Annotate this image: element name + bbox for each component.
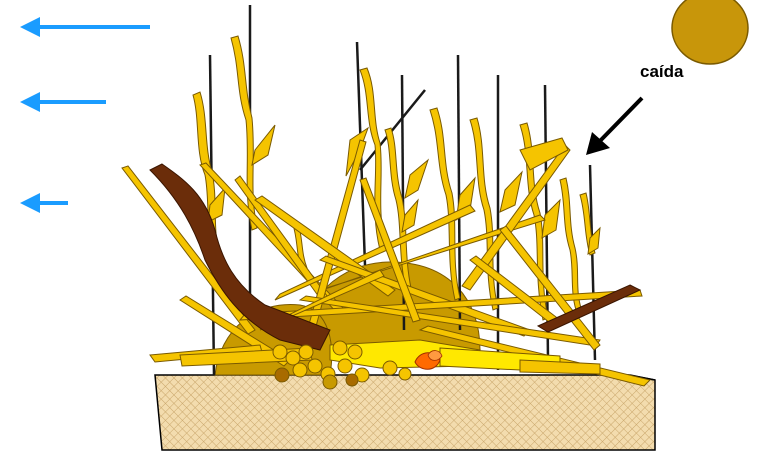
sun-disk (672, 0, 748, 64)
wind-arrow-top (20, 17, 150, 37)
fall-pointer-arrow (586, 98, 642, 155)
fall-label: caída (640, 62, 683, 82)
wind-arrow-bottom (20, 193, 68, 213)
wind-arrow-middle (20, 92, 106, 112)
soil-base (155, 375, 655, 450)
